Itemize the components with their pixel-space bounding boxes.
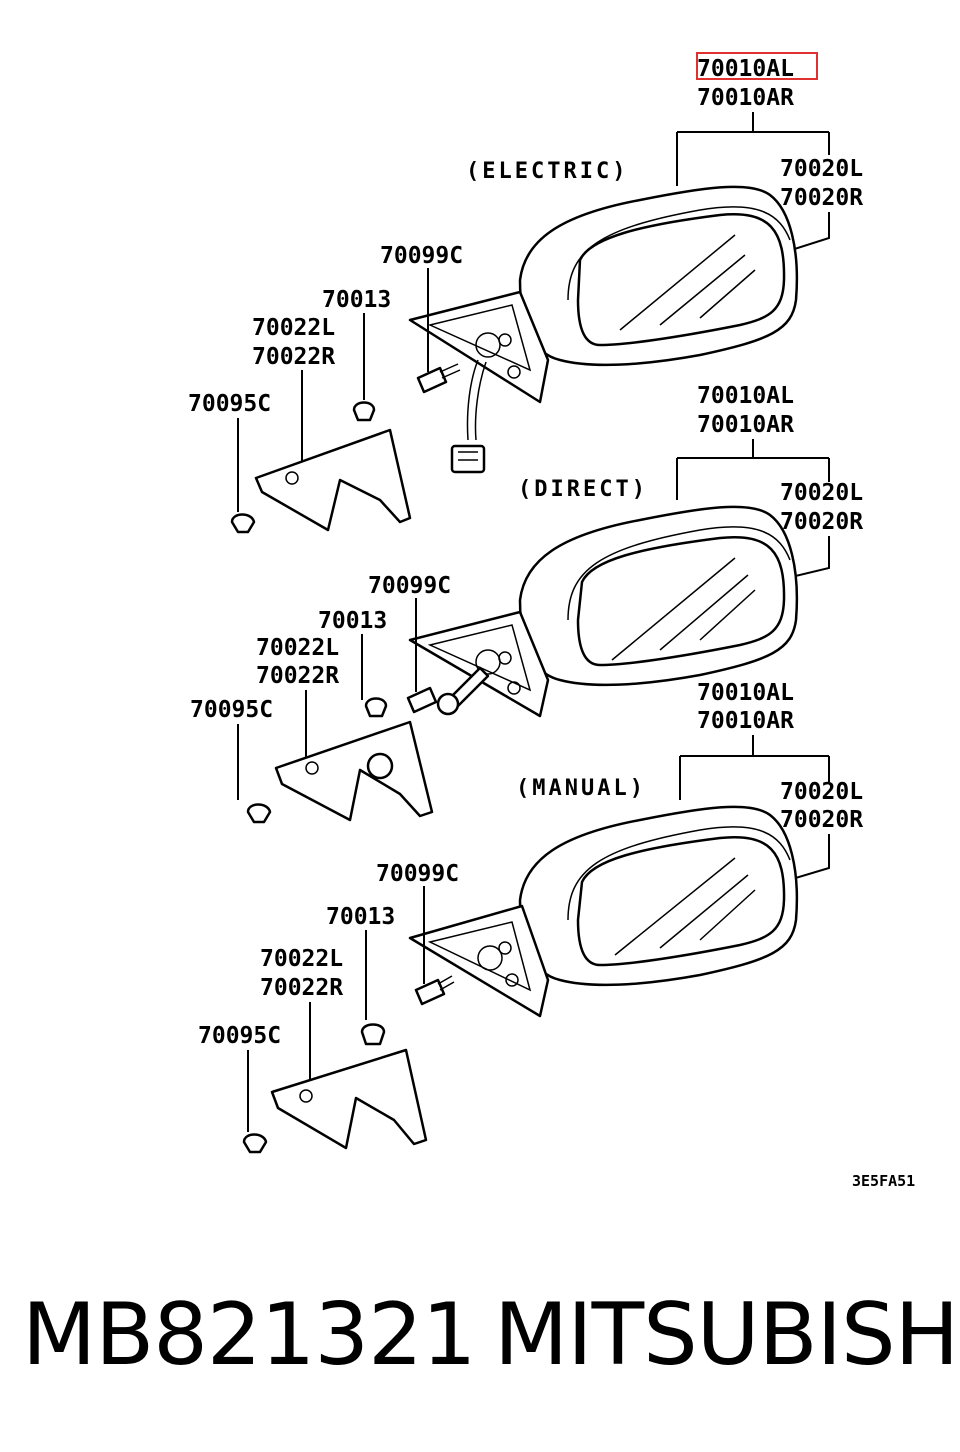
glass-reflection bbox=[619, 234, 756, 331]
screw[interactable] bbox=[246, 803, 272, 824]
cover-label-right[interactable]: 70022R bbox=[256, 663, 339, 689]
assembly-leader bbox=[676, 439, 830, 500]
inner-cover[interactable] bbox=[254, 428, 412, 532]
mirror-base[interactable] bbox=[408, 610, 550, 718]
glass-label-left[interactable]: 70020L bbox=[780, 779, 863, 805]
glass-label-right[interactable]: 70020R bbox=[780, 509, 863, 535]
bolt[interactable] bbox=[416, 366, 448, 394]
housing-rim bbox=[567, 526, 791, 621]
clip[interactable] bbox=[364, 697, 388, 718]
screw-label[interactable]: 70095C bbox=[190, 697, 273, 723]
base-hole-2 bbox=[498, 651, 512, 665]
glass-label-left[interactable]: 70020L bbox=[780, 480, 863, 506]
glass-reflection bbox=[611, 557, 756, 661]
cover-hole bbox=[305, 761, 319, 775]
section-label-manual: (MANUAL) bbox=[516, 776, 646, 801]
clip[interactable] bbox=[360, 1023, 386, 1046]
glass-reflection bbox=[614, 857, 756, 956]
bolt-label[interactable]: 70099C bbox=[376, 861, 459, 887]
diagram-code: 3E5FA51 bbox=[852, 1172, 915, 1190]
mirror-base-inner bbox=[427, 304, 532, 372]
cover-grommet[interactable] bbox=[366, 752, 394, 780]
cover-label-left[interactable]: 70022L bbox=[260, 946, 343, 972]
bolt-label[interactable]: 70099C bbox=[380, 243, 463, 269]
base-hole-3 bbox=[507, 365, 521, 379]
assembly-label-left-highlighted[interactable]: 70010AL bbox=[697, 56, 794, 82]
assembly-label-left[interactable]: 70010AL bbox=[697, 680, 794, 706]
screw[interactable] bbox=[230, 513, 256, 534]
screw[interactable] bbox=[242, 1133, 268, 1154]
part-number: MB821321 bbox=[22, 1285, 476, 1385]
base-hole-1 bbox=[477, 945, 503, 971]
base-hole-3 bbox=[505, 973, 519, 987]
base-hole-3 bbox=[507, 681, 521, 695]
bolt-thread bbox=[437, 975, 455, 991]
cover-hole bbox=[285, 471, 299, 485]
section-label-electric: (ELECTRIC) bbox=[466, 159, 628, 184]
clip-label[interactable]: 70013 bbox=[322, 287, 391, 313]
mirror-base-inner bbox=[427, 921, 532, 992]
assembly-label-right[interactable]: 70010AR bbox=[697, 412, 794, 438]
screw-label[interactable]: 70095C bbox=[198, 1023, 281, 1049]
highlight-box[interactable] bbox=[696, 52, 818, 80]
screw-label[interactable]: 70095C bbox=[188, 391, 271, 417]
assembly-label-left[interactable]: 70010AL bbox=[697, 383, 794, 409]
base-hole-1 bbox=[475, 332, 501, 358]
bolt[interactable] bbox=[414, 978, 446, 1006]
bolt[interactable] bbox=[406, 686, 438, 714]
adjuster-knob[interactable] bbox=[436, 692, 460, 716]
base-hole-2 bbox=[498, 941, 512, 955]
clip-label[interactable]: 70013 bbox=[318, 608, 387, 634]
assembly-leader bbox=[679, 735, 830, 800]
glass-label-right[interactable]: 70020R bbox=[780, 807, 863, 833]
base-hole-2 bbox=[498, 333, 512, 347]
bolt-thread bbox=[439, 363, 461, 379]
housing-rim bbox=[567, 826, 791, 921]
inner-cover[interactable] bbox=[270, 1048, 428, 1150]
wire-harness bbox=[466, 359, 487, 441]
glass-label-left[interactable]: 70020L bbox=[780, 156, 863, 182]
assembly-leader bbox=[676, 112, 830, 186]
footer: MB821321 MITSUBISHI bbox=[0, 1285, 960, 1395]
wire-connector-detail bbox=[458, 451, 478, 461]
section-label-direct: (DIRECT) bbox=[518, 477, 648, 502]
mirror-glass[interactable] bbox=[576, 536, 786, 667]
cover-label-right[interactable]: 70022R bbox=[252, 344, 335, 370]
clip[interactable] bbox=[352, 401, 376, 422]
inner-cover[interactable] bbox=[274, 720, 434, 822]
cover-label-left[interactable]: 70022L bbox=[256, 635, 339, 661]
cover-hole bbox=[299, 1089, 313, 1103]
cover-label-right[interactable]: 70022R bbox=[260, 975, 343, 1001]
assembly-label-right[interactable]: 70010AR bbox=[697, 85, 794, 111]
cover-label-left[interactable]: 70022L bbox=[252, 315, 335, 341]
housing-rim bbox=[567, 206, 791, 301]
glass-label-right[interactable]: 70020R bbox=[780, 185, 863, 211]
group-manual: 70010AL 70010AR (MANUAL) 70020L 70020R 7… bbox=[198, 680, 863, 1154]
group-electric: 70010AL 70010AR (ELECTRIC) 70020L 70020R… bbox=[188, 52, 863, 534]
group-direct: 70010AL 70010AR (DIRECT) 70020L 70020R 7… bbox=[190, 383, 863, 824]
wire-connector[interactable] bbox=[450, 444, 486, 474]
brand-name: MITSUBISHI bbox=[494, 1285, 960, 1385]
bolt-label[interactable]: 70099C bbox=[368, 573, 451, 599]
clip-label[interactable]: 70013 bbox=[326, 904, 395, 930]
assembly-label-right[interactable]: 70010AR bbox=[697, 708, 794, 734]
